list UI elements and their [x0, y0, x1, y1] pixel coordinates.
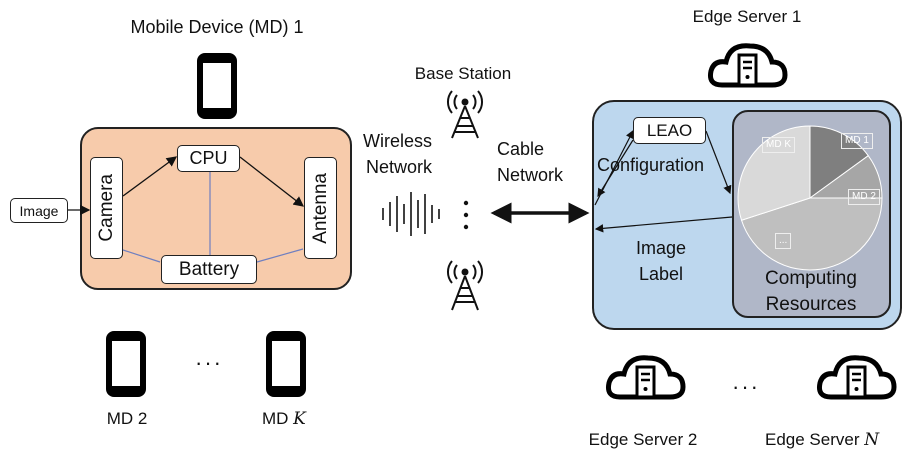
camera-box: Camera [90, 157, 123, 259]
smartphone-icon [266, 331, 306, 397]
image-label-label: Image Label [635, 238, 687, 284]
server-ellipsis: ··· [732, 374, 760, 399]
antenna-box: Antenna [304, 157, 337, 259]
cloud-server-icon [817, 355, 897, 400]
md2-label: MD 2 [106, 409, 148, 428]
md1-title: Mobile Device (MD) 1 [130, 17, 304, 37]
edge-server-1-label: Edge Server 1 [692, 7, 802, 26]
edge-server-2-label: Edge Server 2 [588, 430, 698, 449]
antenna-tower-icon [447, 90, 483, 139]
antenna-label: Antenna [309, 172, 331, 244]
cloud-server-icon [606, 355, 686, 400]
wireless-network-label: Wireless Network [363, 131, 433, 177]
leao-box: LEAO [633, 117, 706, 144]
antenna-tower-icon [447, 260, 483, 311]
image-input-box: Image [10, 198, 68, 223]
mdk-label: MD K [262, 409, 306, 429]
base-station-label: Base Station [414, 64, 512, 83]
pie-slice-label: MD K [762, 137, 795, 153]
configuration-label: Configuration [597, 155, 705, 175]
pie-slice-label: ... [775, 233, 792, 249]
pie-slice-label: MD 2 [848, 189, 880, 205]
pie-slice-label: MD 1 [841, 133, 873, 149]
cable-network-label: Cable Network [497, 139, 564, 185]
md-ellipsis: ··· [195, 350, 223, 375]
computing-resources-label: Computing Resources [765, 268, 857, 315]
vertical-dots [463, 200, 469, 230]
cloud-server-icon [708, 43, 788, 88]
sound-wave-icon [382, 192, 440, 236]
battery-box: Battery [161, 255, 257, 284]
smartphone-icon [197, 53, 237, 119]
cpu-box: CPU [177, 145, 240, 172]
edge-server-n-label: Edge Server N [765, 430, 880, 450]
camera-label: Camera [95, 174, 117, 242]
smartphone-icon [106, 331, 146, 397]
